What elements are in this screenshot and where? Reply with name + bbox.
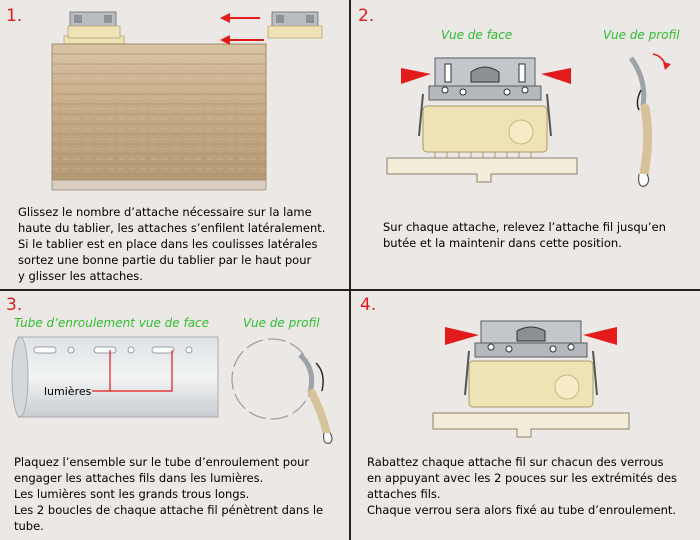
description-line: engager les attaches fils dans les lumiè… <box>14 471 264 485</box>
front-view-caption: Vue de face <box>441 28 513 42</box>
step-2-description: Sur chaque attache, relevez l’attache fi… <box>383 219 698 251</box>
description-line: y glisser les attaches. <box>18 269 143 283</box>
shutter-slats-illustration <box>51 11 323 191</box>
attachment-front-view-illustration <box>386 57 578 183</box>
tube-front-view-caption: Tube d’enroulement vue de face <box>14 316 210 330</box>
description-line: Sur chaque attache, relevez l’attache fi… <box>383 220 666 234</box>
description-line: haute du tablier, les attaches s’enfilen… <box>18 221 326 235</box>
press-arrow-right-icon <box>541 68 571 84</box>
description-line: Plaquez l’ensemble sur le tube d’enroule… <box>14 455 310 469</box>
description-line: Si le tablier est en place dans les coul… <box>18 237 318 251</box>
step-1-description: Glissez le nombre d’attache nécessaire s… <box>18 204 343 284</box>
profile-view-caption: Vue de profil <box>243 316 320 330</box>
description-line: Rabattez chaque attache fil sur chacun d… <box>367 455 664 469</box>
panel-divider-vertical <box>349 0 351 540</box>
description-line: attaches fils. <box>367 487 441 501</box>
profile-view-caption: Vue de profil <box>603 28 680 42</box>
step-3-number: 3. <box>6 295 23 315</box>
description-line: Glissez le nombre d’attache nécessaire s… <box>18 205 312 219</box>
description-line: butée et la maintenir dans cette positio… <box>383 236 622 250</box>
attachment-sliding-icon <box>267 11 323 39</box>
step-1-number: 1. <box>6 6 23 26</box>
description-line: tube. <box>14 519 44 533</box>
description-line: en appuyant avec les 2 pouces sur les ex… <box>367 471 678 485</box>
panel-divider-horizontal <box>0 289 700 291</box>
winding-tube-illustration <box>11 336 219 418</box>
attachment-locked-illustration <box>432 320 630 438</box>
description-line: sortez une bonne partie du tablier par l… <box>18 253 312 267</box>
step-4-description: Rabattez chaque attache fil sur chacun d… <box>367 454 699 518</box>
step-3-panel: 3. Tube d’enroulement vue de face Vue de… <box>0 291 349 540</box>
step-2-number: 2. <box>358 6 375 26</box>
step-3-description: Plaquez l’ensemble sur le tube d’enroule… <box>14 454 344 534</box>
attachment-profile-view-illustration <box>628 53 671 187</box>
description-line: Chaque verrou sera alors fixé au tube d’… <box>367 503 677 517</box>
description-line: Les lumières sont les grands trous longs… <box>14 487 250 501</box>
tube-profile-view-illustration <box>231 338 333 444</box>
step-4-panel: 4. Rabattez chaque attache fil sur chacu… <box>351 291 700 540</box>
step-1-panel: 1. <box>0 0 349 289</box>
attachment-on-slat-icon <box>67 11 121 39</box>
step-2-panel: 2. Vue de face Vue de profil <box>351 0 700 289</box>
slots-label: lumières <box>44 385 92 398</box>
slide-direction-arrow-icon <box>220 13 264 45</box>
step-4-number: 4. <box>360 295 377 315</box>
press-arrow-left-icon <box>445 327 479 345</box>
press-arrow-left-icon <box>401 68 431 84</box>
press-arrow-right-icon <box>583 327 617 345</box>
description-line: Les 2 boucles de chaque attache fil pénè… <box>14 503 324 517</box>
